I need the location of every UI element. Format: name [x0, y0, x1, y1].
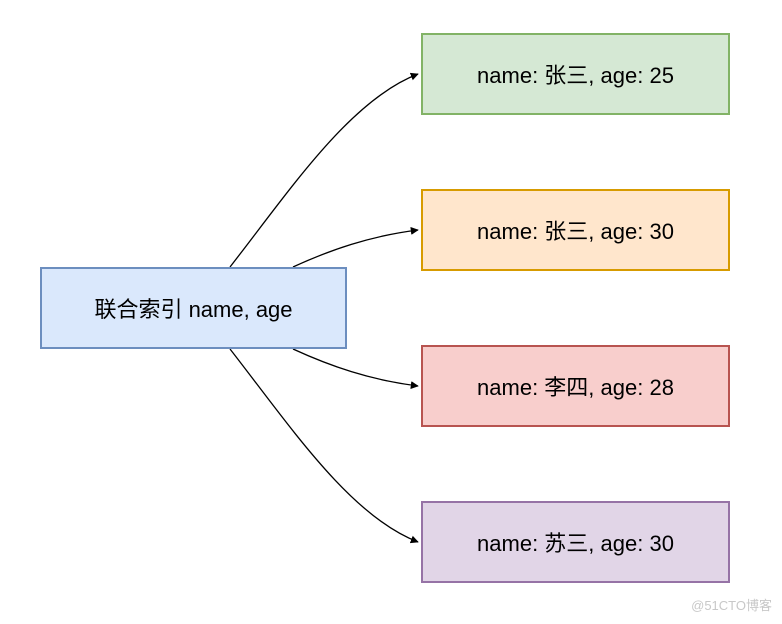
target-node-3-label: name: 李四, age: 28 [477, 375, 674, 400]
watermark: @51CTO博客 [691, 598, 772, 613]
source-node-composite-index: 联合索引 name, age [40, 267, 347, 349]
target-node-4: name: 苏三, age: 30 [421, 501, 730, 583]
target-node-3: name: 李四, age: 28 [421, 345, 730, 427]
target-node-4-label: name: 苏三, age: 30 [477, 531, 674, 556]
edge-to-target-1 [229, 72, 419, 268]
edge-to-target-3 [292, 348, 419, 390]
target-node-1: name: 张三, age: 25 [421, 33, 730, 115]
target-node-1-label: name: 张三, age: 25 [477, 63, 674, 88]
source-node-label: 联合索引 name, age [94, 297, 293, 322]
edge-to-target-4 [229, 348, 419, 544]
edge-to-target-2 [292, 226, 419, 268]
target-node-2-label: name: 张三, age: 30 [477, 219, 674, 244]
target-node-2: name: 张三, age: 30 [421, 189, 730, 271]
